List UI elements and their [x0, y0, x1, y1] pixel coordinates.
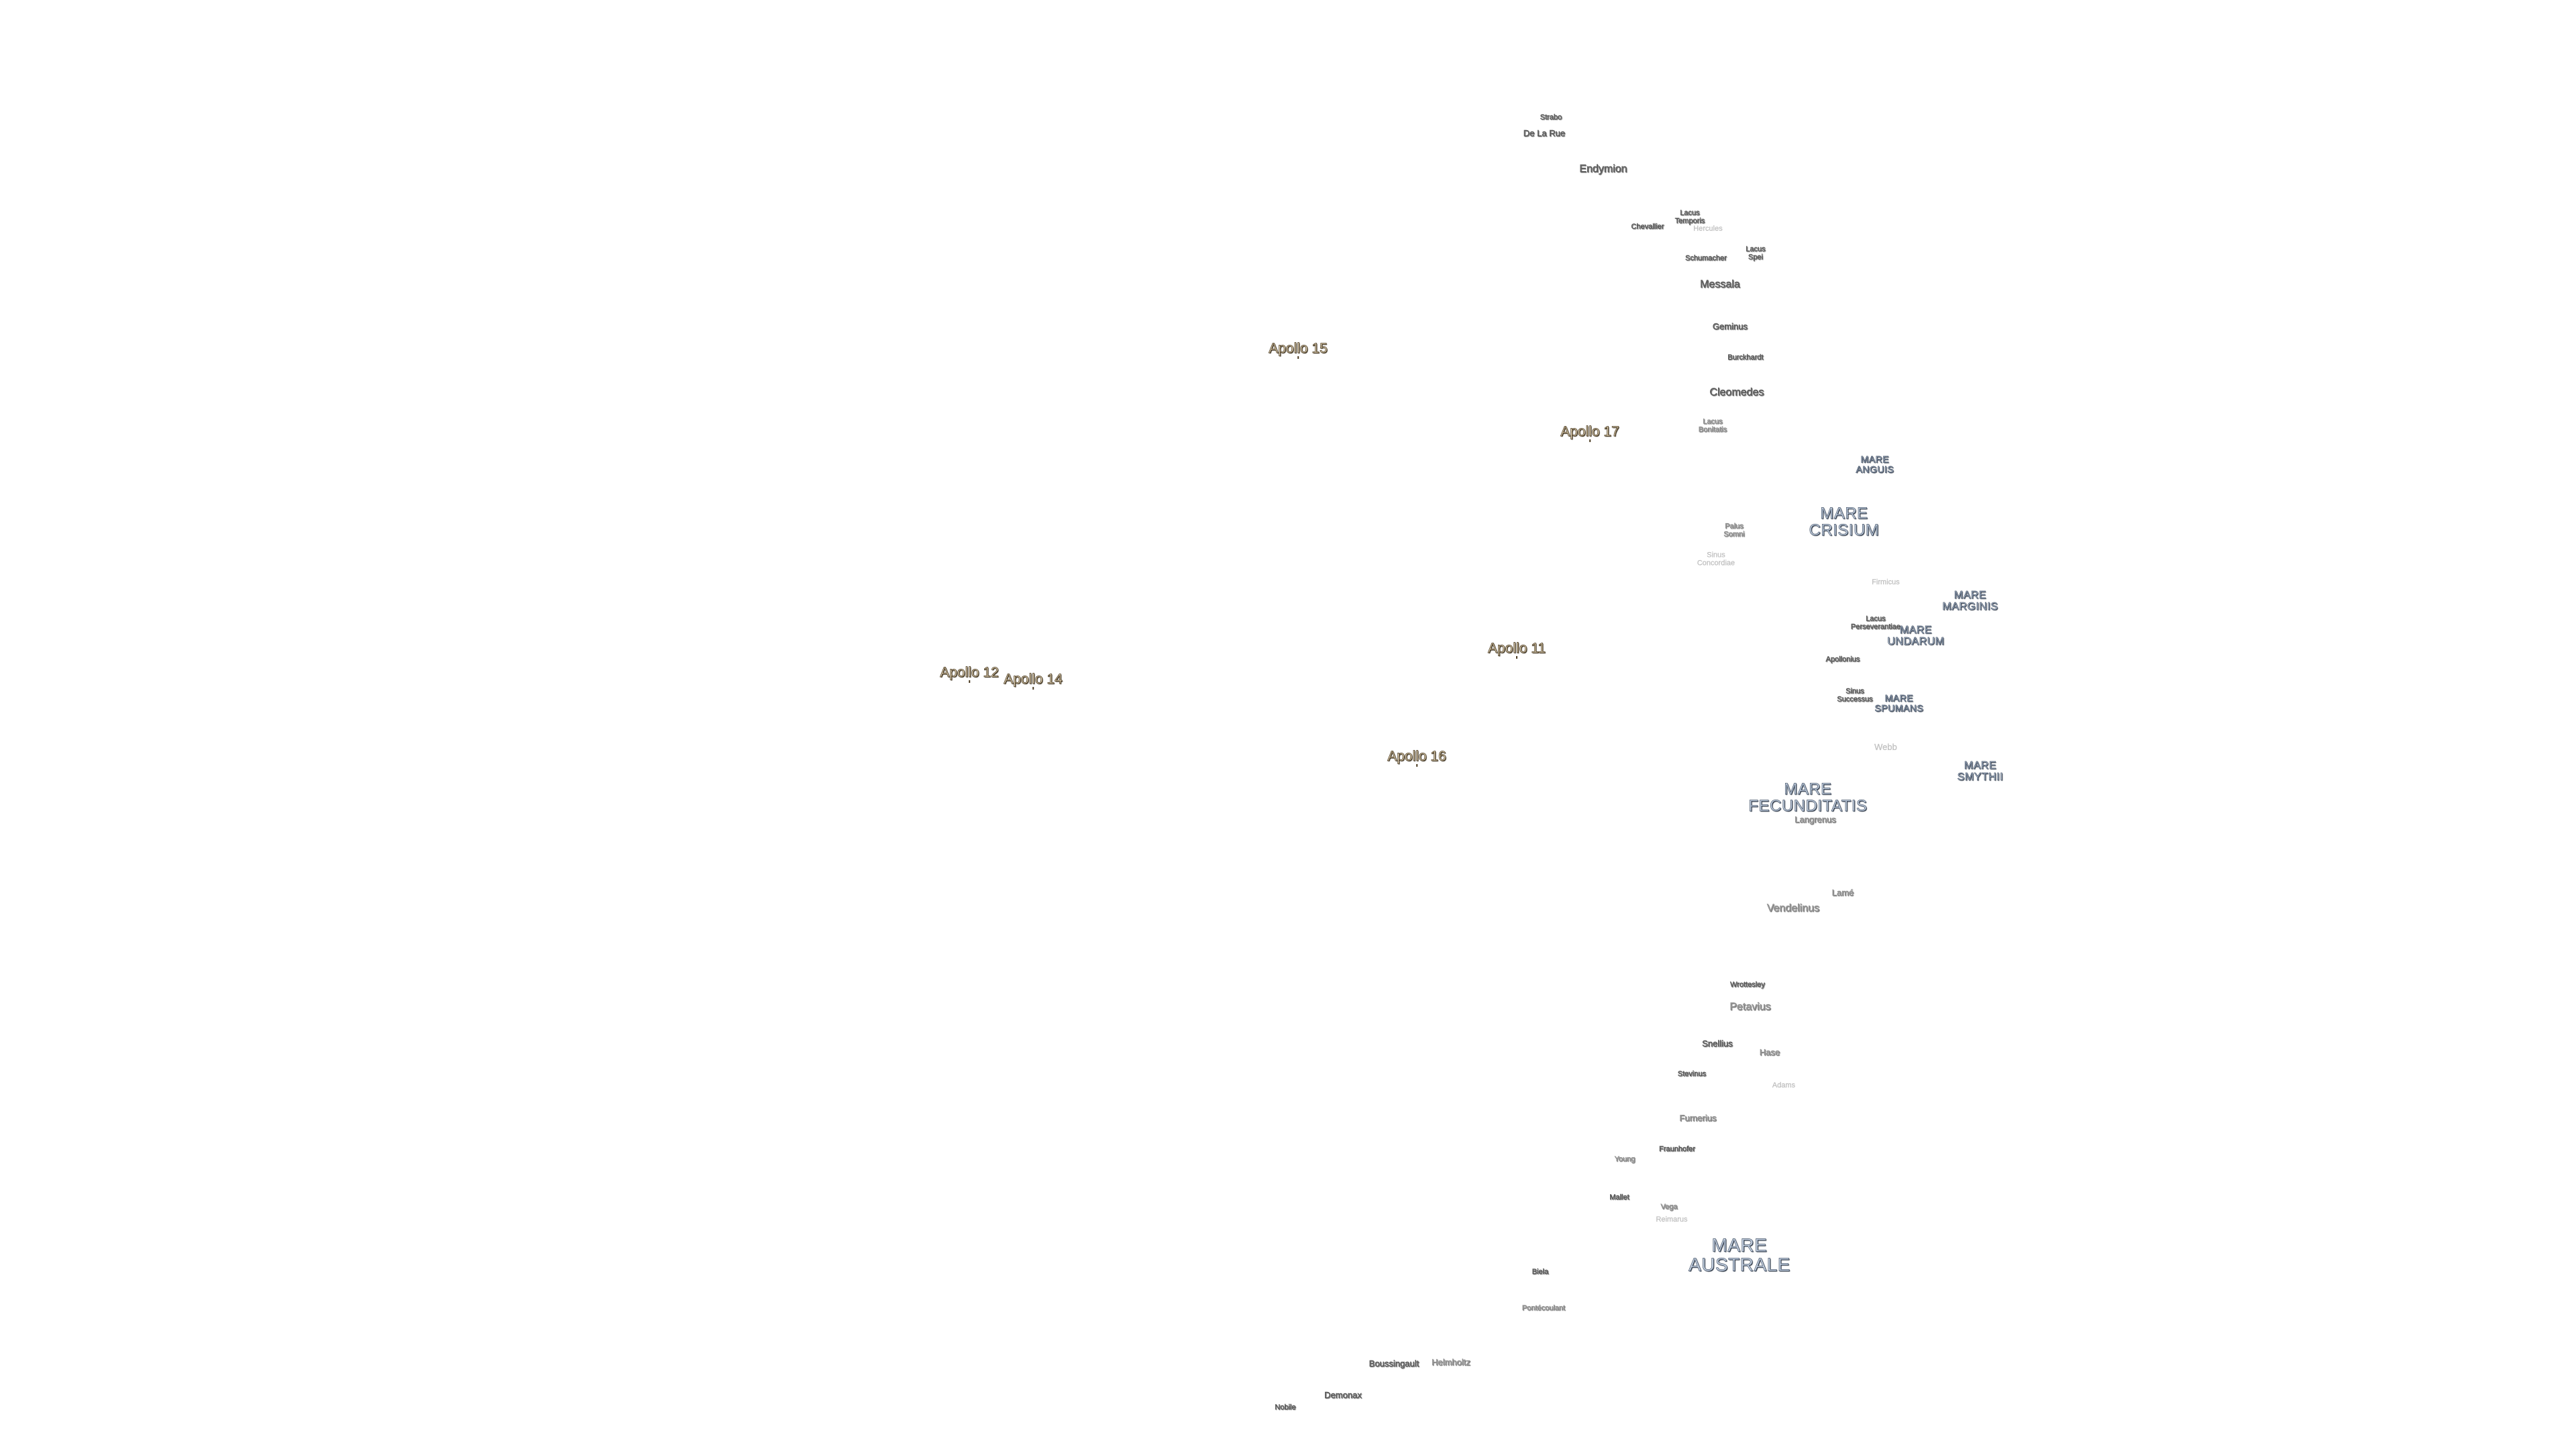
- label-fraunhofer[interactable]: Fraunhofer: [1659, 1145, 1695, 1154]
- label-schumacher[interactable]: Schumacher: [1685, 254, 1727, 263]
- label-mare-marginis[interactable]: MARE MARGINIS: [1942, 590, 1998, 612]
- label-endymion[interactable]: Endymion: [1579, 163, 1627, 175]
- label-young[interactable]: Young: [1614, 1155, 1635, 1164]
- label-mare-smythii[interactable]: MARE SMYTHII: [1957, 760, 2004, 783]
- label-lacus-spei[interactable]: Lacus Spei: [1746, 245, 1766, 261]
- label-mare-australe[interactable]: MARE AUSTRALE: [1688, 1234, 1790, 1275]
- label-petavius[interactable]: Petavius: [1729, 1001, 1771, 1013]
- label-sinus-concordiae[interactable]: Sinus Concordiae: [1697, 551, 1735, 567]
- label-pontecoulant[interactable]: Pontécoulant: [1521, 1304, 1566, 1313]
- label-lame[interactable]: Lamé: [1831, 888, 1854, 898]
- label-de-la-rue[interactable]: De La Rue: [1523, 128, 1566, 139]
- label-lacus-temporis[interactable]: Lacus Temporis: [1674, 209, 1705, 225]
- label-stevinus[interactable]: Stevinus: [1677, 1070, 1707, 1079]
- label-apollo-11[interactable]: Apollo 11: [1487, 640, 1546, 659]
- label-palus-somni[interactable]: Palus Somni: [1723, 522, 1745, 538]
- label-mare-undarum[interactable]: MARE UNDARUM: [1887, 625, 1945, 647]
- label-mare-spumans[interactable]: MARE SPUMANS: [1874, 692, 1924, 713]
- label-apollo-12[interactable]: Apollo 12: [940, 664, 999, 684]
- label-snellius[interactable]: Snellius: [1702, 1038, 1733, 1049]
- label-mallet[interactable]: Mallet: [1609, 1193, 1629, 1202]
- label-reimarus[interactable]: Reimarus: [1656, 1216, 1688, 1224]
- label-vega[interactable]: Vega: [1660, 1203, 1678, 1212]
- label-lacus-bonitatis[interactable]: Lacus Bonitatis: [1698, 417, 1727, 433]
- label-adams[interactable]: Adams: [1772, 1081, 1796, 1090]
- label-helmholtz[interactable]: Helmholtz: [1432, 1357, 1470, 1368]
- label-lacus-perseverantiae[interactable]: Lacus Perseverantiae: [1851, 614, 1900, 631]
- label-nobile[interactable]: Nobile: [1275, 1403, 1296, 1412]
- label-apollo-17[interactable]: Apollo 17: [1560, 423, 1619, 443]
- label-mare-fecunditatis[interactable]: MARE FECUNDITATIS: [1748, 780, 1868, 815]
- label-apollo-16[interactable]: Apollo 16: [1387, 748, 1446, 767]
- label-furnerius[interactable]: Furnerius: [1679, 1113, 1717, 1124]
- label-wrottesley[interactable]: Wrottesley: [1730, 981, 1765, 989]
- label-apollo-15[interactable]: Apollo 15: [1269, 340, 1328, 360]
- label-firmicus[interactable]: Firmicus: [1872, 578, 1900, 587]
- label-apollonius[interactable]: Apollonius: [1825, 655, 1860, 664]
- label-apollo-14[interactable]: Apollo 14: [1004, 671, 1063, 690]
- label-mare-crisium[interactable]: MARE CRISIUM: [1809, 504, 1880, 539]
- label-demonax[interactable]: Demonax: [1324, 1390, 1362, 1401]
- label-mare-anguis[interactable]: MARE ANGUIS: [1856, 453, 1894, 474]
- label-sinus-successus[interactable]: Sinus Successus: [1837, 687, 1873, 703]
- label-webb[interactable]: Webb: [1874, 742, 1897, 753]
- label-hercules[interactable]: Hercules: [1693, 225, 1723, 233]
- label-cleomedes[interactable]: Cleomedes: [1709, 386, 1764, 398]
- label-vendelinus[interactable]: Vendelinus: [1766, 902, 1820, 914]
- label-messala[interactable]: Messala: [1700, 278, 1740, 290]
- label-geminus[interactable]: Geminus: [1712, 321, 1748, 332]
- label-boussingault[interactable]: Boussingault: [1368, 1358, 1419, 1369]
- label-chevallier[interactable]: Chevallier: [1631, 223, 1664, 231]
- label-biela[interactable]: Biela: [1532, 1268, 1549, 1277]
- label-hase[interactable]: Hase: [1759, 1047, 1780, 1058]
- label-langrenus[interactable]: Langrenus: [1794, 814, 1836, 825]
- label-burckhardt[interactable]: Burckhardt: [1727, 354, 1764, 362]
- label-strabo[interactable]: Strabo: [1540, 113, 1562, 122]
